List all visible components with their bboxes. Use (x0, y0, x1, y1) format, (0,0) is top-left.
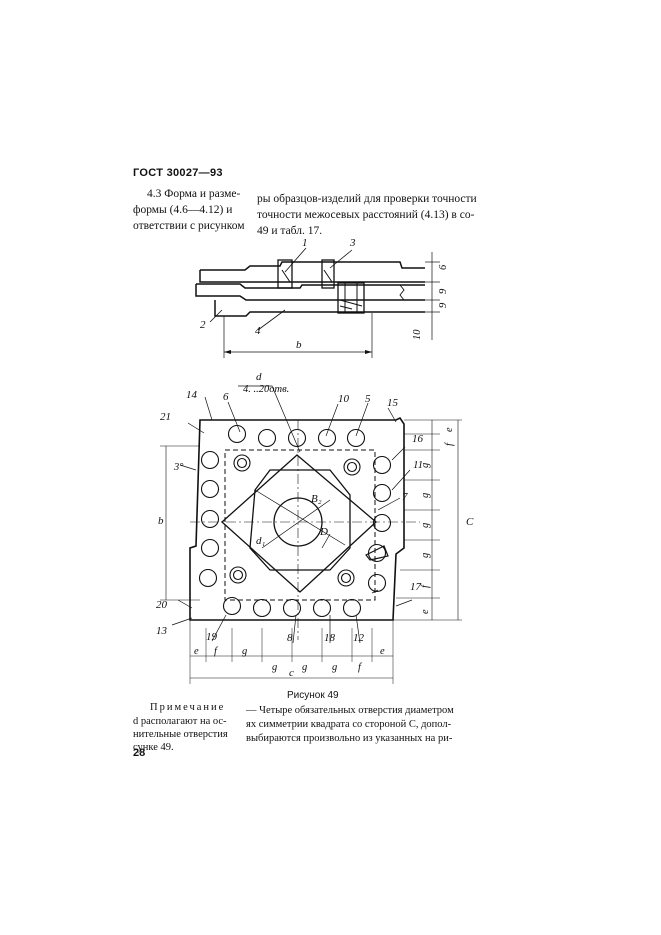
label-b-left: b (158, 515, 164, 527)
bottom-dim-4: g (272, 662, 277, 673)
label-16: 16 (412, 433, 424, 445)
label-17: 17 (410, 581, 422, 593)
right-column-line-3: 49 и табл. 17. (257, 225, 323, 237)
left-column-line-3: ответствии с рисунком (133, 220, 245, 232)
right-dim-2: f (444, 441, 455, 446)
label-3: 3 (349, 237, 356, 249)
note-left-line-1: Примечание (150, 702, 226, 713)
label-c: c (289, 667, 294, 679)
label-D: D (319, 526, 328, 538)
right-dim-5: g (420, 523, 431, 528)
document-header: ГОСТ 30027—93 (133, 167, 223, 179)
label-d: d (256, 371, 262, 383)
label-11: 11 (413, 459, 423, 471)
note-right-line-3: выбираются произвольно из указанных на р… (246, 733, 453, 744)
label-14: 14 (186, 389, 198, 401)
note-right-line-1: — Четыре обязательных отверстия диаметро… (246, 705, 454, 716)
label-18: 18 (324, 632, 336, 644)
label-10: 10 (338, 393, 350, 405)
right-dim-3: g (420, 463, 431, 468)
bottom-dim-5: g (302, 662, 307, 673)
label-b-top: b (296, 339, 302, 351)
label-2: 2 (200, 319, 206, 331)
figure-caption: Рисунок 49 (287, 690, 339, 701)
label-19: 19 (206, 631, 218, 643)
label-6: 6 (223, 391, 229, 403)
label-angle: 3° (173, 462, 184, 473)
section-view (195, 247, 440, 358)
right-dim-1: e (444, 427, 455, 432)
label-B2: B₂ (311, 493, 322, 505)
label-8: 8 (287, 632, 293, 644)
label-5: 5 (365, 393, 371, 405)
right-dim-4: g (420, 493, 431, 498)
bottom-dim-1: e (194, 646, 199, 657)
label-12: 12 (353, 632, 365, 644)
note-left-line-3: нительные отверстия (133, 729, 228, 740)
label-d1: d₁ (256, 535, 266, 547)
label-1: 1 (302, 237, 308, 249)
label-21: 21 (160, 411, 171, 423)
bottom-dim-7: f (358, 662, 363, 673)
left-column-line-2: формы (4.6—4.12) и (133, 204, 233, 216)
dim-6: 6 (438, 264, 449, 270)
label-holes: 4. ..20отв. (243, 384, 289, 395)
plan-view (160, 385, 462, 684)
label-15: 15 (387, 397, 399, 409)
page-number: 28 (133, 747, 146, 759)
label-C: C (466, 516, 474, 528)
right-column-line-1: ры образцов-изделий для проверки точност… (257, 193, 477, 205)
bottom-dim-8: e (380, 646, 385, 657)
right-dim-7: f (420, 583, 431, 588)
label-4: 4 (255, 325, 261, 337)
dim-10: 10 (412, 329, 423, 340)
bottom-dim-6: g (332, 662, 337, 673)
label-13: 13 (156, 625, 168, 637)
label-20: 20 (156, 599, 168, 611)
dim-9b: 9 (438, 302, 449, 308)
right-dim-8: e (420, 609, 431, 614)
left-column-line-1: 4.3 Форма и разме- (147, 188, 241, 200)
bottom-dim-3: g (242, 646, 247, 657)
note-right-line-2: ях симметрии квадрата со стороной C, доп… (246, 719, 452, 730)
bottom-dim-2: f (214, 646, 219, 657)
note-left-line-4: сунке 49. (133, 742, 174, 753)
right-dim-6: g (420, 553, 431, 558)
label-7: 7 (402, 491, 408, 503)
right-column-line-2: точности межосевых расстояний (4.13) в с… (257, 209, 475, 221)
dim-9a: 9 (438, 288, 449, 294)
note-left-line-2: d располагают на ос- (133, 716, 227, 727)
